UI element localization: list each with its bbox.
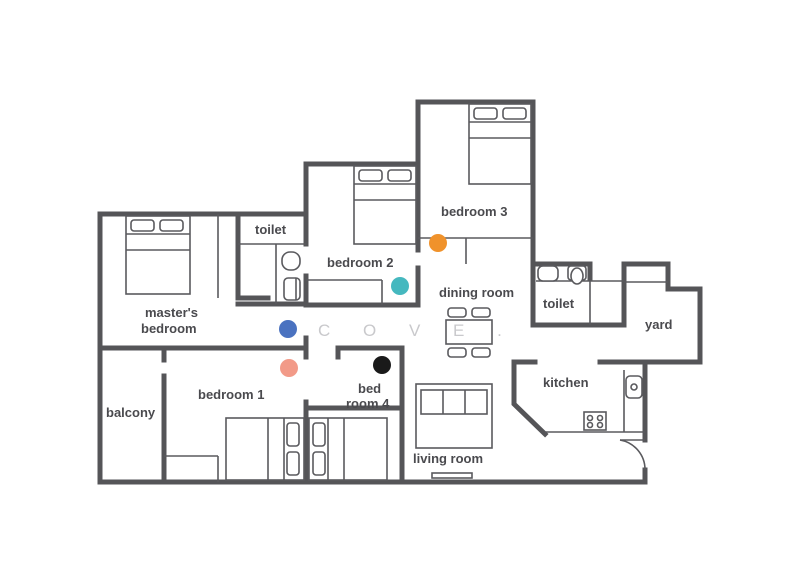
toilet-2-label: toilet — [543, 296, 575, 311]
bedroom-3-bed — [468, 103, 532, 185]
bedroom-1-bed — [225, 417, 305, 481]
bedroom-2-marker — [391, 277, 409, 295]
toilet-1-fixtures — [281, 251, 301, 301]
watermark: C O V E . — [318, 321, 516, 340]
kitchen-label: kitchen — [543, 375, 589, 390]
dining-room-label: dining room — [439, 285, 514, 300]
masters-bedroom-label-line1: master's — [145, 305, 198, 320]
master-bed — [125, 215, 191, 295]
masters-bedroom-label-line2: bedroom — [141, 321, 197, 336]
bedroom-3-marker — [429, 234, 447, 252]
masters-bedroom-marker — [279, 320, 297, 338]
bedroom-2-bed — [353, 165, 417, 245]
toilet-1-label: toilet — [255, 222, 287, 237]
kitchen-fixtures — [583, 375, 643, 431]
sofa — [415, 383, 493, 479]
bedroom-4-marker — [373, 356, 391, 374]
room-markers — [279, 234, 447, 377]
bedroom-4-label-line1: bed — [358, 381, 381, 396]
toilet-2-fixtures — [537, 265, 587, 285]
bedroom-4-label-line2: room 4 — [346, 396, 390, 411]
bedroom-1-label: bedroom 1 — [198, 387, 264, 402]
bedroom-2-label: bedroom 2 — [327, 255, 393, 270]
balcony-label: balcony — [106, 405, 156, 420]
bedroom-3-label: bedroom 3 — [441, 204, 507, 219]
bedroom-4-bed — [308, 417, 388, 481]
dining-table — [445, 307, 493, 358]
yard-label: yard — [645, 317, 673, 332]
room-labels: bedroom 3 bedroom 2 toilet dining room t… — [106, 204, 673, 466]
living-room-label: living room — [413, 451, 483, 466]
bedroom-1-marker — [280, 359, 298, 377]
walls — [97, 99, 703, 485]
